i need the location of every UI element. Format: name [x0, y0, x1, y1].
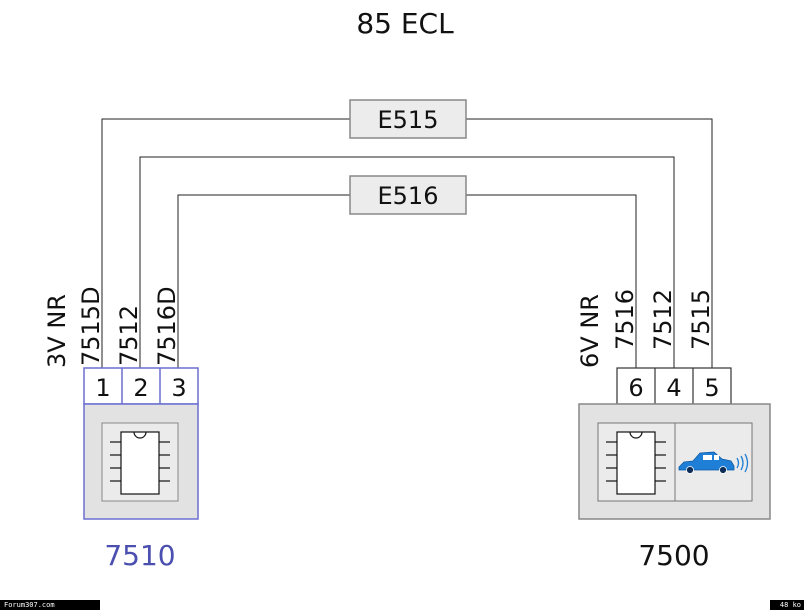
diagram-title: 85 ECL [356, 7, 454, 40]
left-pin-block: 1 2 3 [83, 367, 199, 405]
e515-label-box: E515 [349, 99, 467, 139]
right-component-id: 7500 [638, 539, 709, 572]
car-alarm-icon [678, 451, 749, 474]
right-pin-block: 6 4 5 [616, 367, 732, 405]
right-wire-label-2: 7512 [649, 289, 677, 350]
ic-chip-icon [606, 431, 666, 495]
right-pin-4: 4 [666, 374, 681, 402]
wire-7512 [139, 156, 675, 368]
left-color-label: 3V NR [43, 294, 71, 368]
right-pin-6: 6 [628, 374, 643, 402]
wire-7516 [177, 194, 637, 368]
left-pin-1: 1 [95, 374, 110, 402]
e516-label-box: E516 [349, 175, 467, 215]
right-vertical-labels: 6V NR 7516 7512 7515 [576, 289, 715, 368]
right-color-label: 6V NR [576, 294, 604, 368]
left-pin-3: 3 [171, 374, 186, 402]
e516-label: E516 [378, 182, 439, 210]
component-7500 [578, 403, 771, 520]
right-wire-label-3: 7515 [687, 289, 715, 350]
right-pin-5: 5 [704, 374, 719, 402]
footer-left: Forum307.com [0, 600, 100, 610]
component-7510 [83, 403, 199, 520]
left-pin-2: 2 [133, 374, 148, 402]
footer-right: 48 ko [770, 600, 804, 610]
left-component-id: 7510 [104, 539, 175, 572]
right-wire-label-1: 7516 [611, 289, 639, 350]
left-wire-label-1: 7515D [77, 286, 105, 366]
e515-label: E515 [378, 106, 439, 134]
left-vertical-labels: 3V NR 7515D 7512 7516D [43, 286, 181, 368]
left-wire-label-2: 7512 [115, 305, 143, 366]
ic-chip-icon [110, 431, 170, 495]
left-wire-label-3: 7516D [153, 286, 181, 366]
